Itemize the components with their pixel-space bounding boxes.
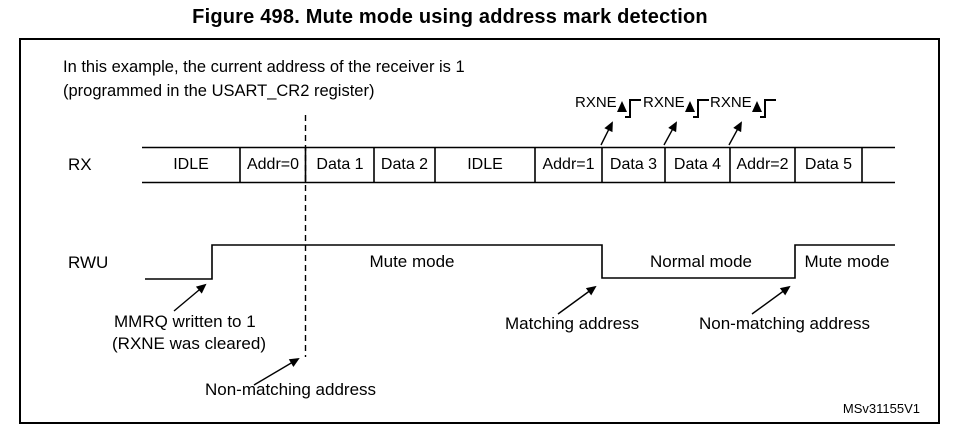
rxne-event-2: RXNE xyxy=(643,95,711,123)
rx-cell-idle-2: IDLE xyxy=(467,156,503,173)
note-line-1: In this example, the current address of … xyxy=(63,58,465,76)
rising-edge-icon xyxy=(684,99,709,118)
rxne-label: RXNE xyxy=(575,94,617,111)
rx-cell-addr0: Addr=0 xyxy=(246,156,300,173)
rxne-event-1: RXNE xyxy=(575,95,643,123)
rx-cell-addr1: Addr=1 xyxy=(542,156,595,173)
rx-cell-data4: Data 4 xyxy=(673,156,722,173)
rx-cell-data1: Data 1 xyxy=(316,156,364,173)
mode-label-mute-1: Mute mode xyxy=(369,252,455,271)
note-line-2: (programmed in the USART_CR2 register) xyxy=(63,82,375,100)
rx-cell-addr2: Addr=2 xyxy=(736,156,789,173)
note-text: In this example, the current address of … xyxy=(63,55,465,103)
annotation-matching: Matching address xyxy=(505,314,640,333)
rx-cell-idle-1: IDLE xyxy=(173,156,209,173)
rxne-event-3: RXNE xyxy=(710,95,778,123)
rx-row-label: RX xyxy=(68,155,92,174)
mode-label-normal: Normal mode xyxy=(649,252,753,271)
rx-cell-data3: Data 3 xyxy=(609,156,658,173)
annotation-non-matching-right: Non-matching address xyxy=(699,314,871,333)
rising-edge-icon xyxy=(616,99,641,118)
rxne-label: RXNE xyxy=(643,94,685,111)
rxne-label: RXNE xyxy=(710,94,752,111)
annotation-mmrq-line2: (RXNE was cleared) xyxy=(112,334,266,353)
rising-edge-icon xyxy=(751,99,776,118)
rx-cell-data5: Data 5 xyxy=(804,156,853,173)
rx-cell-data2: Data 2 xyxy=(380,156,429,173)
figure-id-watermark: MSv31155V1 xyxy=(842,401,920,416)
mode-label-mute-2: Mute mode xyxy=(804,252,890,271)
figure-title: Figure 498. Mute mode using address mark… xyxy=(192,6,708,28)
annotation-mmrq-line1: MMRQ written to 1 xyxy=(114,312,256,331)
rwu-row-label: RWU xyxy=(68,253,109,272)
figure-border-box xyxy=(19,38,940,424)
annotation-non-matching-bottom: Non-matching address xyxy=(205,380,377,399)
